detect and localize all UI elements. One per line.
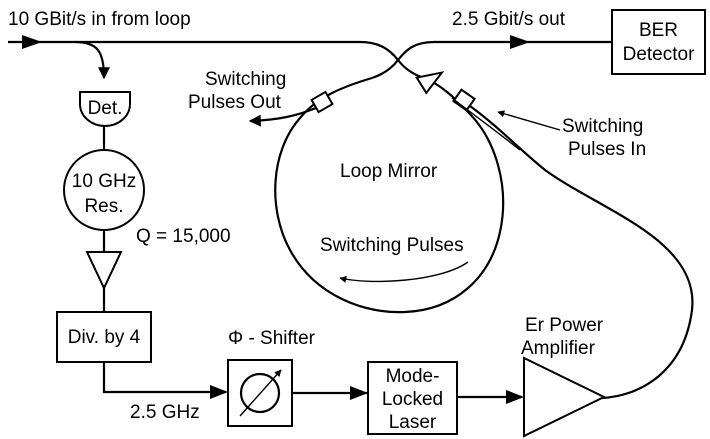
detector-shape — [79, 91, 131, 127]
switching-in-pointer — [497, 110, 561, 131]
er-amplifier-triangle-icon — [523, 356, 607, 438]
output-fiber-line — [397, 40, 612, 61]
detector-label: Detector — [623, 44, 695, 65]
switching-in-label-2: Pulses In — [568, 139, 646, 160]
input-arrow-icon — [22, 35, 42, 49]
input-label: 10 GBit/s in from loop — [8, 9, 191, 30]
amp-label-1: Er Power — [525, 315, 604, 336]
shifter-arrow-icon — [210, 385, 228, 399]
coupler-right-arm — [397, 59, 425, 80]
input-fiber-line — [8, 40, 399, 61]
laser-arrow-icon — [350, 386, 368, 400]
laser-label-1: Mode- — [386, 366, 440, 387]
preamp-triangle-icon — [85, 251, 123, 291]
laser-label-2: Locked — [382, 389, 443, 410]
polarization-controller-left — [310, 90, 334, 114]
switching-pulses-arc — [339, 261, 469, 283]
switching-pulses-out-line — [248, 106, 317, 127]
phase-shifter-label: Φ - Shifter — [228, 328, 316, 349]
switching-pulses-label: Switching Pulses — [320, 235, 464, 256]
detector-tap-line — [74, 40, 110, 80]
ber-detector-box — [611, 9, 706, 75]
polarization-controller-right — [452, 88, 476, 112]
phase-shifter-needle-icon — [239, 369, 282, 417]
switching-out-label-2: Pulses Out — [188, 92, 282, 113]
amp-label-2: Amplifier — [521, 338, 596, 359]
laser-label-3: Laser — [389, 412, 437, 433]
loop-isolator-icon — [415, 71, 445, 95]
loop-mirror-fiber — [274, 76, 505, 314]
clock-freq-label: 2.5 GHz — [130, 402, 200, 423]
resonator-label-2: Res. — [84, 196, 123, 217]
phase-shifter-dial-icon — [239, 372, 281, 414]
resonator-label-1: 10 GHz — [72, 171, 136, 192]
switching-out-label-1: Switching — [205, 69, 286, 90]
switching-in-label-1: Switching — [562, 116, 643, 137]
loop-mirror-label: Loop Mirror — [340, 161, 438, 182]
switching-pulses-in-fiber-2 — [451, 97, 521, 151]
ber-label: BER — [639, 20, 678, 41]
detector-text: Det. — [88, 98, 123, 119]
divider-box — [56, 311, 152, 363]
switching-pulses-in-fiber — [469, 105, 694, 400]
div-to-shifter-line — [102, 362, 226, 394]
output-label: 2.5 Gbit/s out — [452, 9, 566, 30]
amp-arrow-icon — [506, 390, 524, 404]
output-arrow-icon — [510, 35, 530, 49]
q-factor-label: Q = 15,000 — [136, 226, 231, 247]
coupler-left-arm — [371, 59, 399, 80]
divider-label: Div. by 4 — [68, 327, 141, 348]
